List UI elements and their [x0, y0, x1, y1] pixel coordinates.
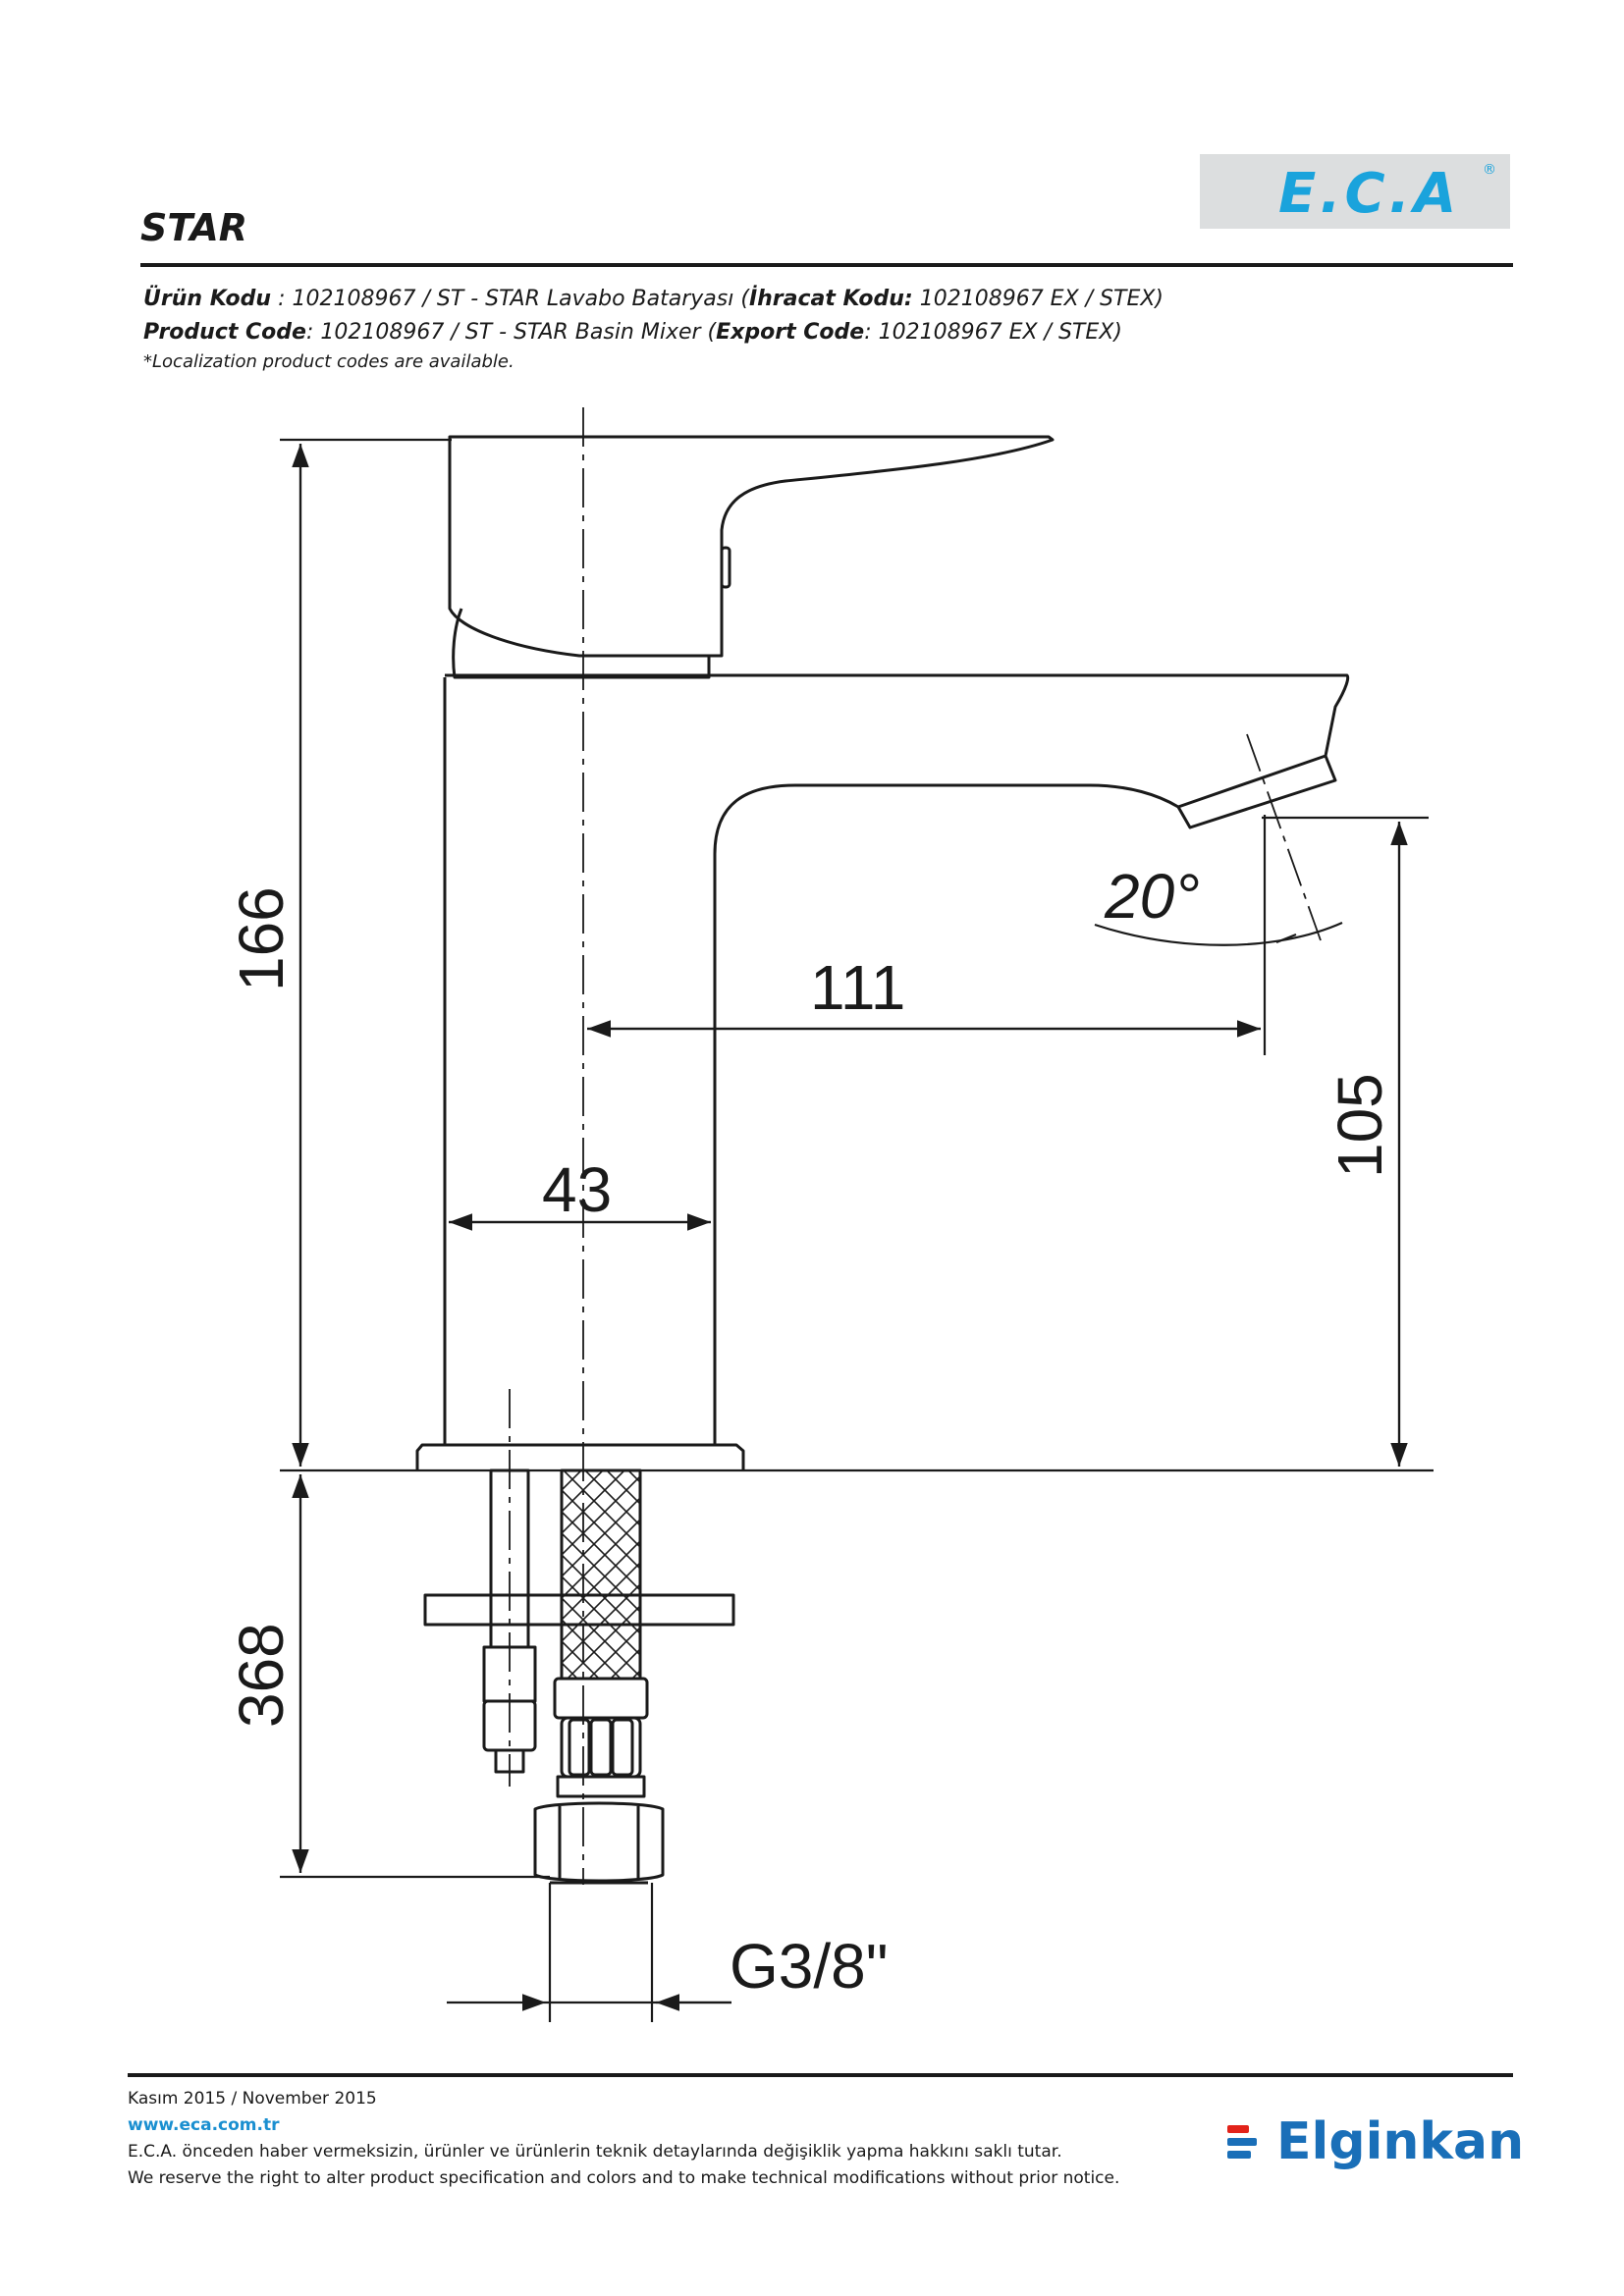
export-code-tr-label: İhracat Kodu:: [748, 287, 913, 311]
product-code-tr: Ürün Kodu : 102108967 / ST - STAR Lavabo…: [143, 287, 1164, 311]
dim-368-label: 368: [226, 1623, 297, 1728]
centerline-spout: [1246, 733, 1322, 941]
dim-angle-label: 20°: [1104, 861, 1200, 932]
handle-outline: [448, 435, 1055, 658]
header-rule: [140, 263, 1513, 267]
product-code-tr-text: : 102108967 / ST - STAR Lavabo Bataryası…: [271, 287, 749, 311]
product-code-en-text: : 102108967 / ST - STAR Basin Mixer (: [305, 320, 717, 345]
dim-111-label: 111: [810, 952, 905, 1023]
footer-website-link[interactable]: www.eca.com.tr: [128, 2115, 280, 2135]
export-code-en-value: : 102108967 EX / STEX): [864, 320, 1122, 345]
dim-g38-label: G3/8": [730, 1931, 888, 2002]
footer-disclaimer-tr: E.C.A. önceden haber vermeksizin, ürünle…: [128, 2142, 1062, 2162]
handle-cartridge: [452, 608, 711, 679]
export-code-en-label: Export Code: [716, 320, 865, 345]
product-code-en-label: Product Code: [143, 320, 306, 345]
aerator: [1176, 755, 1337, 829]
product-code-en: Product Code: 102108967 / ST - STAR Basi…: [143, 320, 1122, 345]
hex-nut: [533, 1801, 665, 1883]
faucet-body: [443, 673, 1350, 1447]
eca-logo-box: E.C.A ®: [1200, 154, 1510, 229]
dim-166-label: 166: [226, 886, 297, 991]
product-code-tr-label: Ürün Kodu: [143, 287, 272, 311]
angle-arc: [1094, 921, 1343, 946]
footer-date: Kasım 2015 / November 2015: [128, 2089, 377, 2109]
elginkan-logo: Elginkan: [1276, 2112, 1525, 2171]
registered-mark: ®: [1483, 162, 1496, 178]
footer-disclaimer-en: We reserve the right to alter product sp…: [128, 2168, 1120, 2188]
product-title: STAR: [140, 206, 248, 249]
eca-logo: E.C.A: [1278, 162, 1461, 226]
base-plate: [415, 1443, 745, 1470]
braided-hose: [560, 1468, 642, 1681]
export-code-tr-value: 102108967 EX / STEX): [912, 287, 1164, 311]
localization-note: *Localization product codes are availabl…: [143, 351, 514, 372]
elginkan-mark-icon: [1227, 2125, 1259, 2168]
footer-rule: [128, 2073, 1513, 2077]
dim-105-label: 105: [1325, 1073, 1395, 1178]
dim-43-label: 43: [542, 1154, 612, 1225]
